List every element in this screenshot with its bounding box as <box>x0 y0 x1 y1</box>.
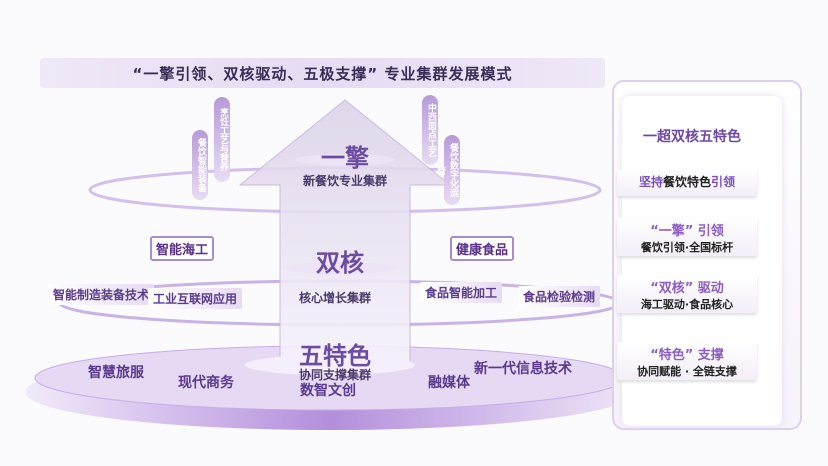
tag-vertical: 中西面点工艺 <box>422 95 438 165</box>
tag: 工业互联网应用 <box>148 288 243 309</box>
tag-vertical: 餐饮数字化运营 <box>435 135 460 205</box>
tag: 智能制造装备技术 <box>48 284 155 305</box>
platform-item: 新一代信息技术 <box>474 361 572 377</box>
platform-item: 融媒体 <box>428 375 470 391</box>
bottom-heading: 五特色 <box>299 342 371 370</box>
platform-item: 数智文创 <box>300 383 356 399</box>
page-title: “一擎引领、双核驱动、五极支撑” 专业集群发展模式 <box>40 58 605 88</box>
bottom-subheading: 协同支撑集群 <box>298 368 371 382</box>
top-subheading: 新餐饮专业集群 <box>302 174 387 188</box>
panel-card: “一擎” 引领餐饮引领·全国标杆 <box>617 218 757 256</box>
panel-lead-card: 坚持餐饮特色引领 <box>617 170 757 196</box>
tag-vertical: 烹饪工艺与营养 <box>214 97 230 182</box>
platform-item: 现代商务 <box>178 375 234 391</box>
panel-card: “特色” 支撑协同赋能 · 全链支撑 <box>617 342 757 380</box>
top-heading: 一擎 <box>321 144 369 172</box>
tag-vertical: 餐饮智能装备 <box>192 130 208 200</box>
middle-subheading: 核心增长集群 <box>298 291 371 305</box>
platform-item: 智慧旅服 <box>88 365 144 381</box>
panel-title: 一超双核五特色 <box>643 129 741 145</box>
bubble-right: 健康食品 <box>450 236 515 261</box>
bubble-left: 智能海工 <box>150 236 215 261</box>
tag: 食品智能加工 <box>420 282 503 303</box>
tag: 食品检验检测 <box>518 286 601 307</box>
panel-card: “双核” 驱动海工驱动·食品核心 <box>617 275 757 313</box>
middle-heading: 双核 <box>316 249 364 277</box>
